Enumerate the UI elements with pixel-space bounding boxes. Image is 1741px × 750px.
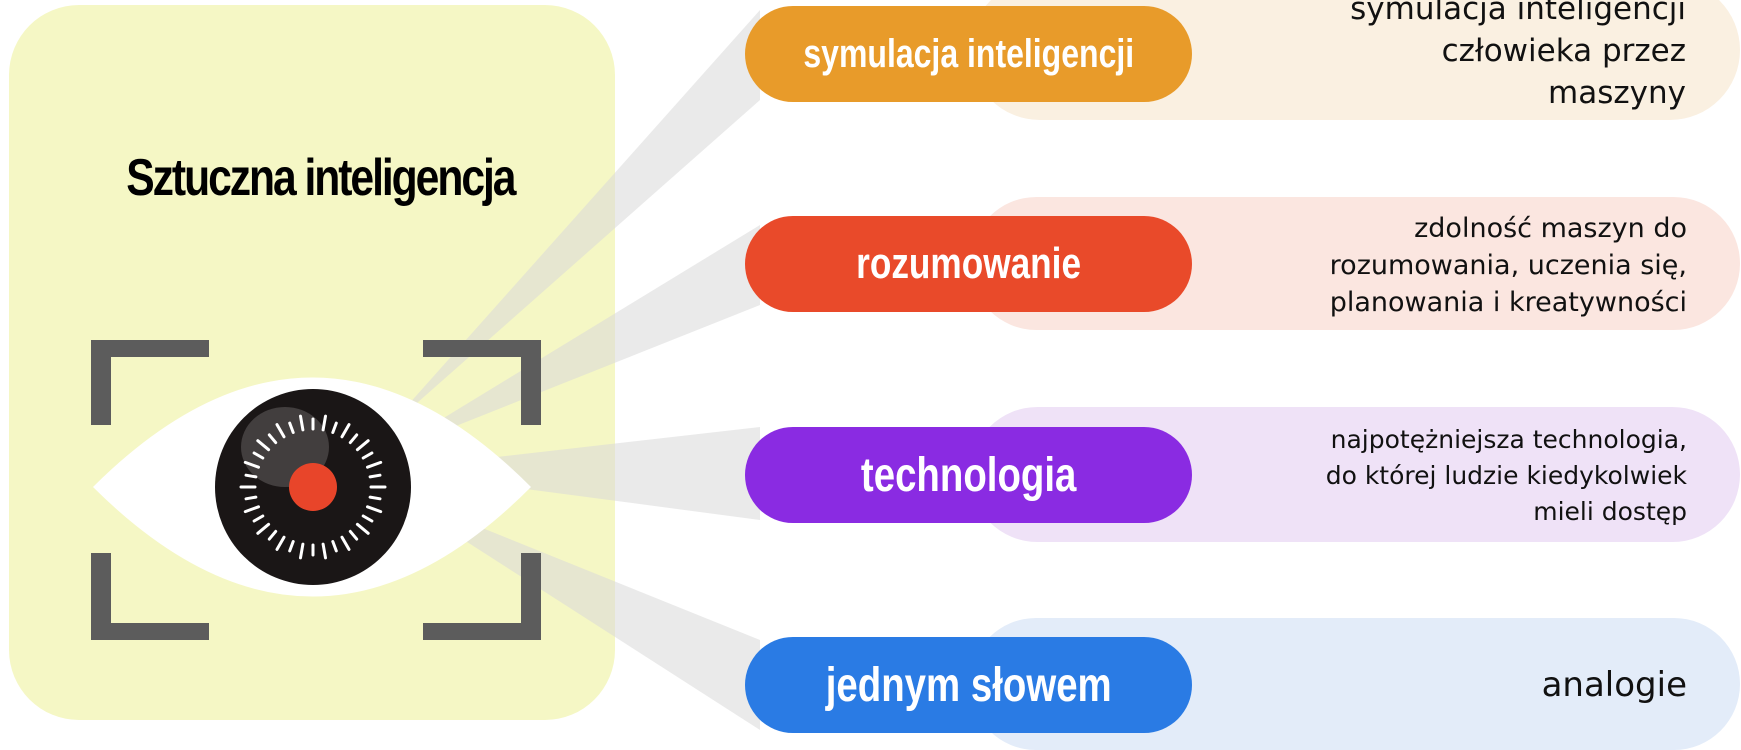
iris-tick xyxy=(256,439,271,452)
eye-illustration xyxy=(91,340,541,640)
description-3-line-3: mieli dostęp xyxy=(1533,497,1687,526)
ray-4 xyxy=(383,488,760,730)
iris-tick xyxy=(288,540,295,553)
iris-tick xyxy=(244,473,258,479)
iris-tick xyxy=(368,495,382,501)
pupil-icon xyxy=(289,463,337,511)
iris-tick xyxy=(321,542,327,560)
description-2-line-1: zdolność maszyn do xyxy=(1414,213,1687,244)
concept-pill-4[interactable]: jednym słowem xyxy=(745,637,1192,733)
iris-tick xyxy=(252,451,265,460)
iris-tick xyxy=(267,433,278,445)
description-1-line-1: symulacja inteligencji xyxy=(1350,0,1686,27)
iris-tick xyxy=(252,514,265,523)
description-4: analogie xyxy=(1542,663,1687,707)
concept-pill-1[interactable]: symulacja inteligencji xyxy=(745,6,1192,102)
ray-2 xyxy=(383,225,760,455)
iris-tick xyxy=(243,505,260,514)
ray-3 xyxy=(383,427,760,520)
iris-tick xyxy=(299,542,305,560)
iris-tick xyxy=(340,423,351,439)
iris-tick xyxy=(355,439,370,452)
concept-pill-4-label: jednym słowem xyxy=(825,658,1112,712)
description-2-line-3: planowania i kreatywności xyxy=(1329,287,1687,318)
page-title: Sztuczna inteligencja xyxy=(126,149,516,207)
iris-tick xyxy=(366,505,383,514)
iris-tick xyxy=(267,529,278,541)
concept-pill-2-label: rozumowanie xyxy=(856,239,1081,288)
iris-tick xyxy=(299,414,305,432)
ray-1 xyxy=(383,10,760,433)
description-1-line-2: człowieka przez xyxy=(1441,33,1686,69)
iris-tick xyxy=(275,423,286,439)
iris-tick xyxy=(256,522,271,535)
description-1: symulacja inteligencji człowieka przez m… xyxy=(1350,0,1686,114)
iris-tick xyxy=(355,522,370,535)
iris-tick xyxy=(331,540,338,553)
iris-tick xyxy=(288,421,295,434)
description-1-line-3: maszyny xyxy=(1548,75,1686,111)
iris-ticks-icon xyxy=(239,414,387,560)
iris-tick xyxy=(361,514,374,523)
iris-tick xyxy=(366,460,383,469)
description-4-line-1: analogie xyxy=(1541,665,1687,705)
description-3-line-2: do której ludzie kiedykolwiek xyxy=(1325,461,1687,490)
iris-tick xyxy=(361,451,374,460)
description-3: najpotężniejsza technologia, do której l… xyxy=(1326,422,1687,530)
focus-bracket-icon xyxy=(91,340,541,640)
iris-tick xyxy=(244,495,258,501)
iris-tick xyxy=(331,421,338,434)
concept-pill-2[interactable]: rozumowanie xyxy=(745,216,1192,312)
iris-tick xyxy=(321,414,327,432)
concept-pill-1-label: symulacja inteligencji xyxy=(803,31,1134,76)
iris-tick xyxy=(368,473,382,479)
concept-pill-3[interactable]: technologia xyxy=(745,427,1192,523)
description-2: zdolność maszyn do rozumowania, uczenia … xyxy=(1330,210,1687,321)
description-2-line-2: rozumowania, uczenia się, xyxy=(1329,250,1687,281)
iris-tick xyxy=(348,529,359,541)
iris-tick xyxy=(348,433,359,445)
concept-pill-3-label: technologia xyxy=(860,448,1077,502)
description-3-line-1: najpotężniejsza technologia, xyxy=(1330,425,1687,454)
iris-tick xyxy=(275,535,286,551)
iris-tick xyxy=(340,535,351,551)
iris-tick xyxy=(243,460,260,469)
